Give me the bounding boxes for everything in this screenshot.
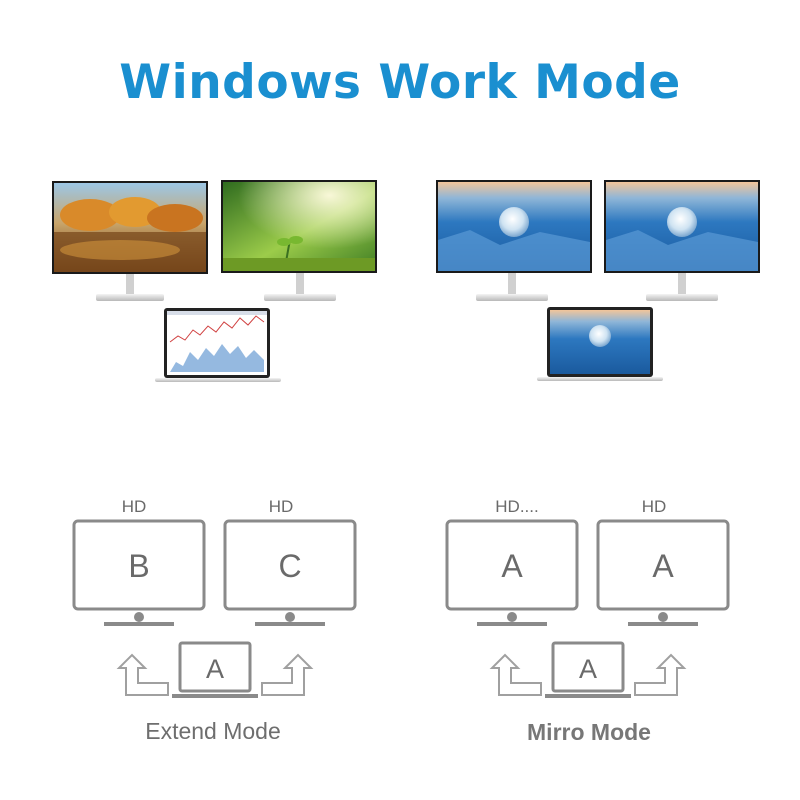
- mirror-arrow-left-icon: [489, 653, 542, 696]
- mode-diagrams: HD HD B C A HD.... HD A A A Extend Mode …: [72, 497, 730, 745]
- monitor-green: [221, 180, 377, 301]
- photo-illustrations: [52, 180, 760, 382]
- extend-left-res: HD: [122, 497, 147, 516]
- mirror-arrow-right-icon: [634, 653, 687, 696]
- mirror-right-res: HD: [642, 497, 667, 516]
- mirror-mode-label: Mirro Mode: [527, 719, 651, 745]
- extend-monitor-right: [223, 519, 357, 611]
- mirror-monitor-left: [445, 519, 579, 611]
- extend-monitor-left: [72, 519, 206, 611]
- monitor-autumn: [52, 181, 208, 301]
- extend-laptop-letter: A: [206, 654, 224, 684]
- extend-laptop: [178, 641, 252, 693]
- monitor-ice-left: [436, 180, 592, 301]
- extend-right-res: HD: [269, 497, 294, 516]
- mirror-laptop: [551, 641, 625, 693]
- monitor-ice-right: [604, 180, 760, 301]
- extend-arrow-left-icon: [116, 653, 169, 696]
- extend-arrow-right-icon: [261, 653, 314, 696]
- page-title: Windows Work Mode: [119, 55, 681, 110]
- mirror-laptop-letter: A: [579, 654, 597, 684]
- extend-mode-label: Extend Mode: [145, 718, 281, 744]
- mirror-left-letter: A: [501, 548, 523, 584]
- mirror-left-res: HD....: [495, 497, 538, 516]
- laptop-graph: [155, 308, 281, 382]
- mirror-right-letter: A: [652, 548, 674, 584]
- laptop-ice: [537, 307, 663, 381]
- mirror-monitor-right: [596, 519, 730, 611]
- extend-right-letter: C: [278, 548, 301, 584]
- extend-left-letter: B: [128, 548, 149, 584]
